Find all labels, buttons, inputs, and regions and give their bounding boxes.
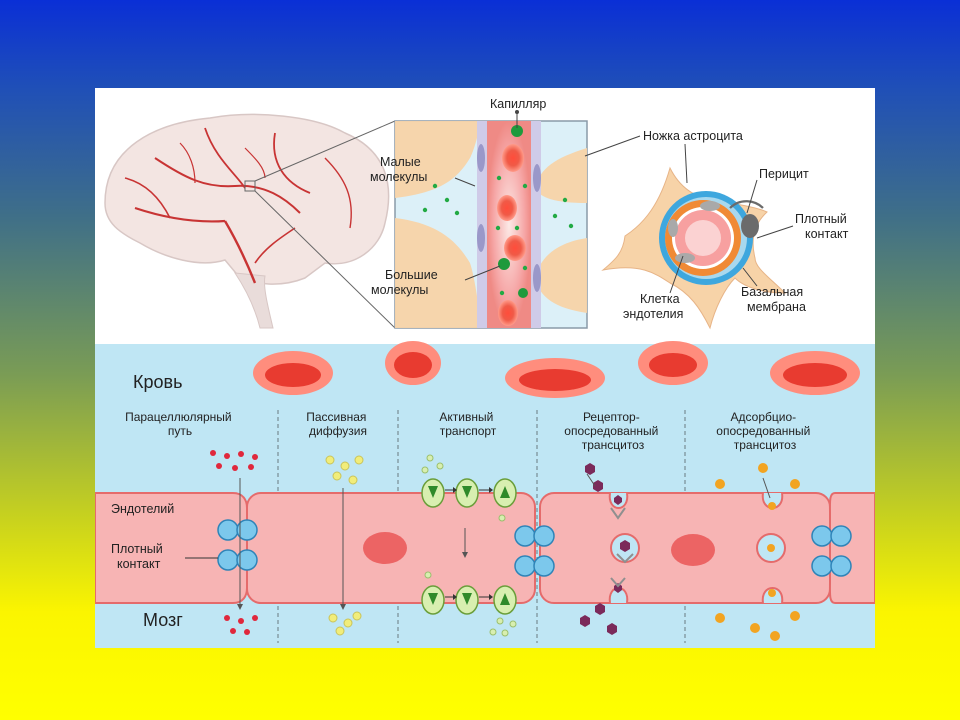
capillary-zoom-box (394, 120, 588, 329)
endothelial-cell-pointer (669, 255, 684, 294)
transporter-icon (421, 478, 517, 508)
mechanism-title-adsorptive: Адсорбцио- опосредованный трансцитоз (716, 410, 813, 452)
mechanism-title-active: Активный транспорт (439, 410, 496, 438)
small-molecules-label: Малые молекулы (370, 155, 427, 184)
small-molecules-label-line2: молекулы (370, 170, 427, 184)
blood-rbcs (253, 341, 860, 398)
capillary-cross-section (601, 166, 787, 330)
mechanism-title-receptor: Рецептор- опосредованный трансцитоз (564, 410, 661, 452)
small-molecules-label-line1: Малые (380, 155, 421, 169)
mechanism-title-paracellular-line1: Парацеллюлярный (125, 410, 232, 424)
pericyte-label: Перицит (759, 167, 809, 181)
small-molecules-pointer (454, 177, 476, 187)
bottom-tight-junction-line1: Плотный (111, 542, 163, 556)
bbb-diagram: Капилляр Малые молекулы Большие молекулы… (95, 97, 875, 648)
mechanism-title-adsorptive-line2: опосредованный (716, 424, 810, 438)
astrocyte-pointer-1 (584, 135, 641, 157)
basement-membrane-line2: мембрана (747, 300, 806, 314)
bottom-tight-junction-label: Плотный контакт (111, 542, 166, 571)
zoom-line-top (254, 120, 396, 182)
endothelial-cell-label: Клетка эндотелия (623, 292, 683, 321)
mechanism-title-adsorptive-line3: трансцитоз (734, 438, 797, 452)
active-transport (421, 454, 517, 637)
basement-membrane-line1: Базальная (741, 285, 803, 299)
transporter-icon-lower (421, 585, 517, 615)
diagram-panel: Капилляр Малые молекулы Большие молекулы… (95, 88, 875, 648)
passive-molecules (325, 455, 364, 636)
paracellular-molecules (210, 450, 258, 635)
endothelial-cell-line1: Клетка (640, 292, 680, 306)
large-molecules-label-line2: молекулы (371, 283, 428, 297)
large-molecules-pointer (464, 265, 501, 281)
large-molecules-label: Большие молекулы (371, 268, 441, 297)
top-tight-junction-label: Плотный контакт (795, 212, 850, 241)
pericyte-pointer (746, 179, 758, 214)
mechanism-title-adsorptive-line1: Адсорбцио- (731, 410, 797, 424)
astrocyte-foot-label: Ножка астроцита (643, 129, 743, 143)
large-molecules-label-line1: Большие (385, 268, 438, 282)
zoom-line-bottom (254, 190, 396, 329)
basement-membrane-pointer (742, 267, 758, 287)
mechanism-title-passive-line1: Пассивная (306, 410, 366, 424)
mechanism-title-passive-line2: диффузия (309, 424, 367, 438)
endothelial-cell-line2: эндотелия (623, 307, 683, 321)
brain-label: Мозг (143, 610, 183, 630)
mechanism-title-receptor-line3: трансцитоз (582, 438, 645, 452)
adsorptive-mediated (715, 463, 800, 641)
top-tight-junction-line1: Плотный (795, 212, 847, 226)
tight-junctions (217, 519, 852, 577)
top-tight-junction-pointer (756, 225, 794, 239)
top-tight-junction-line2: контакт (805, 227, 849, 241)
endothelium-label: Эндотелий (111, 502, 174, 516)
astrocyte-pointer-2 (684, 143, 688, 184)
basement-membrane-label: Базальная мембрана (741, 285, 807, 314)
brain-illustration (104, 113, 390, 329)
mechanism-title-active-line1: Активный (439, 410, 493, 424)
blood-label: Кровь (133, 372, 182, 392)
bottom-tight-junction-line2: контакт (117, 557, 161, 571)
mechanism-title-active-line2: транспорт (440, 424, 497, 438)
mechanism-title-passive: Пассивная диффузия (306, 410, 370, 438)
mechanism-title-receptor-line2: опосредованный (564, 424, 658, 438)
capillary-label: Капилляр (490, 97, 546, 111)
endothelium-band (95, 492, 875, 604)
mechanism-title-receptor-line1: Рецептор- (583, 410, 640, 424)
mechanism-title-paracellular-line2: путь (168, 424, 192, 438)
mechanism-title-paracellular: Парацеллюлярный путь (125, 410, 235, 438)
receptor-mediated (580, 463, 634, 635)
